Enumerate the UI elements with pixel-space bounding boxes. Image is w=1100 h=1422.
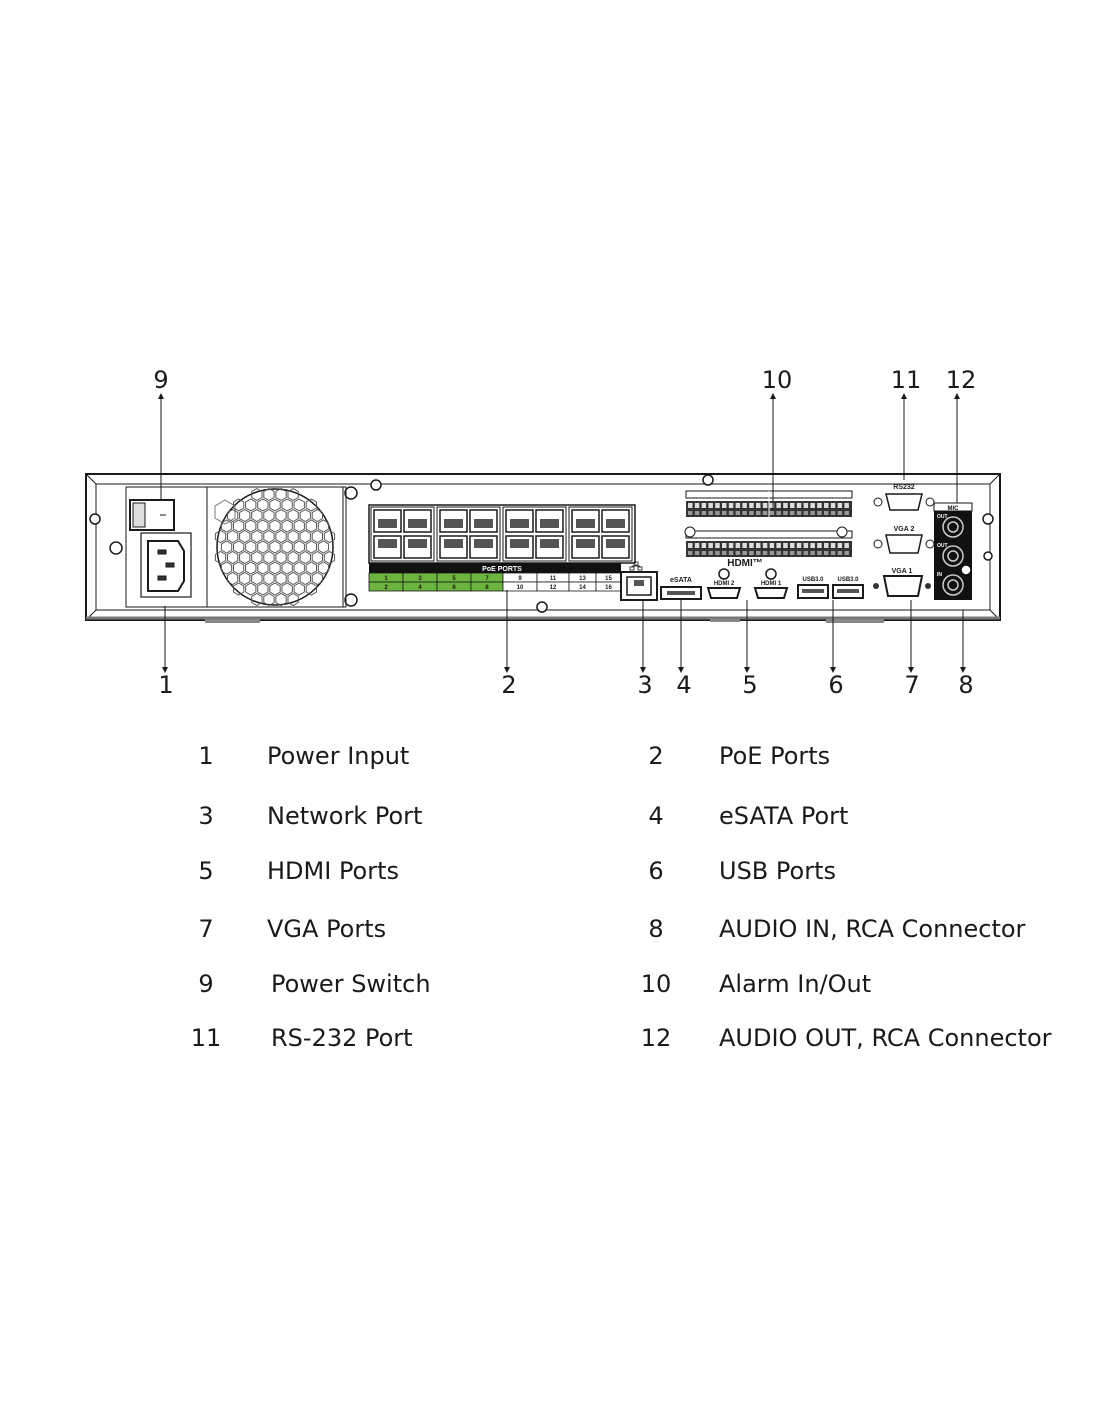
- callout-5: 5: [742, 671, 758, 699]
- network-glyph-icon: [629, 561, 643, 571]
- poe-port-number: 2: [384, 585, 388, 591]
- callout-7: 7: [904, 671, 920, 699]
- callout-2: 2: [501, 671, 517, 699]
- poe-port-number: 12: [550, 585, 557, 591]
- network-port-icon: [620, 561, 658, 601]
- poe-port-number: 13: [579, 576, 586, 582]
- poe-port-number: 10: [517, 585, 524, 591]
- vga1-label: VGA 1: [892, 568, 913, 575]
- fan-hex-pattern: [214, 488, 336, 607]
- rs232-port-icon: [873, 493, 935, 511]
- legend-num: 12: [640, 1024, 672, 1052]
- hdmi-ports: HDMI™ HDMI 2 HDMI 1: [706, 558, 789, 599]
- hdmi1-port-icon: [753, 587, 789, 599]
- poe-port-number: 15: [605, 576, 612, 582]
- poe-port-number: 9: [518, 576, 522, 582]
- rs232-label: RS232: [893, 484, 915, 491]
- legend-label: VGA Ports: [267, 915, 387, 943]
- callout-3: 3: [637, 671, 653, 699]
- screws: [89, 474, 994, 613]
- vga1-port-icon: [873, 575, 931, 597]
- usb2-label: USB3.0: [837, 577, 859, 583]
- power-supply: [125, 486, 347, 608]
- poe-port-number: 1: [384, 576, 388, 582]
- legend-label: USB Ports: [719, 857, 836, 885]
- legend-num: 4: [648, 802, 664, 830]
- legend-label: Alarm In/Out: [719, 970, 872, 998]
- legend-num: 6: [648, 857, 664, 885]
- callout-4: 4: [676, 671, 692, 699]
- audio-block: MIC OUT OUT IN: [933, 502, 973, 600]
- legend-num: 8: [648, 915, 664, 943]
- vga2-label: VGA 2: [894, 526, 915, 533]
- callout-8: 8: [958, 671, 974, 699]
- audio-in-rca-icon: [942, 574, 964, 596]
- legend-label: Power Switch: [271, 970, 431, 998]
- in-label: IN: [937, 572, 942, 578]
- audio-out-rca-icon: [942, 545, 964, 567]
- legend-num: 9: [198, 970, 214, 998]
- hdmi2-port-icon: [706, 587, 742, 599]
- callout-6: 6: [828, 671, 844, 699]
- callout-11: 11: [890, 366, 922, 394]
- callout-9: 9: [153, 366, 169, 394]
- legend-num: 3: [198, 802, 214, 830]
- out1-label: OUT: [937, 543, 948, 549]
- poe-port-number: 5: [452, 576, 456, 582]
- esata-port-icon: eSATA: [660, 577, 702, 600]
- power-input-icon: [140, 532, 192, 598]
- serial-vga-ports: RS232 VGA 2 VGA 1: [873, 484, 935, 597]
- fan-grille-icon: [206, 486, 344, 608]
- usb1-label: USB3.0: [802, 577, 824, 583]
- hdmi2-label: HDMI 2: [714, 581, 735, 587]
- legend-num: 10: [640, 970, 672, 998]
- poe-port-number: 6: [452, 585, 456, 591]
- alarm-terminals: [684, 490, 853, 557]
- legend-label: eSATA Port: [719, 802, 849, 830]
- poe-port-number: 8: [485, 585, 489, 591]
- legend-label: PoE Ports: [719, 742, 831, 770]
- legend-label: Power Input: [267, 742, 410, 770]
- usb-ports: USB3.0 USB3.0: [797, 577, 864, 599]
- poe-port-number: 11: [550, 576, 557, 582]
- legend-label: AUDIO IN, RCA Connector: [719, 915, 1026, 943]
- legend-num: 11: [190, 1024, 222, 1052]
- hdmi1-label: HDMI 1: [761, 581, 782, 587]
- poe-port-number: 14: [579, 585, 586, 591]
- audio-out-rca-icon: [942, 516, 964, 538]
- legend-label: HDMI Ports: [267, 857, 400, 885]
- callout-1: 1: [158, 671, 174, 699]
- legend-label: Network Port: [267, 802, 423, 830]
- poe-port-number: 4: [418, 585, 422, 591]
- legend-num: 1: [198, 742, 214, 770]
- hdmi-logo: HDMI™: [727, 558, 763, 569]
- vga2-port-icon: [873, 534, 935, 554]
- leader-lines: [158, 393, 966, 673]
- legend-num: 7: [198, 915, 214, 943]
- out2-label: OUT: [937, 514, 948, 520]
- poe-port-number: 16: [605, 585, 612, 591]
- callout-10: 10: [761, 366, 793, 394]
- legend-num: 2: [648, 742, 664, 770]
- esata-label: eSATA: [670, 577, 692, 584]
- legend-label: AUDIO OUT, RCA Connector: [719, 1024, 1052, 1052]
- poe-ports-label: PoE PORTS: [482, 566, 522, 573]
- callout-12: 12: [945, 366, 977, 394]
- poe-port-number: 3: [418, 576, 422, 582]
- mic-label: MIC: [948, 506, 960, 512]
- legend-label: RS-232 Port: [271, 1024, 413, 1052]
- legend-num: 5: [198, 857, 214, 885]
- poe-port-number: 7: [485, 576, 489, 582]
